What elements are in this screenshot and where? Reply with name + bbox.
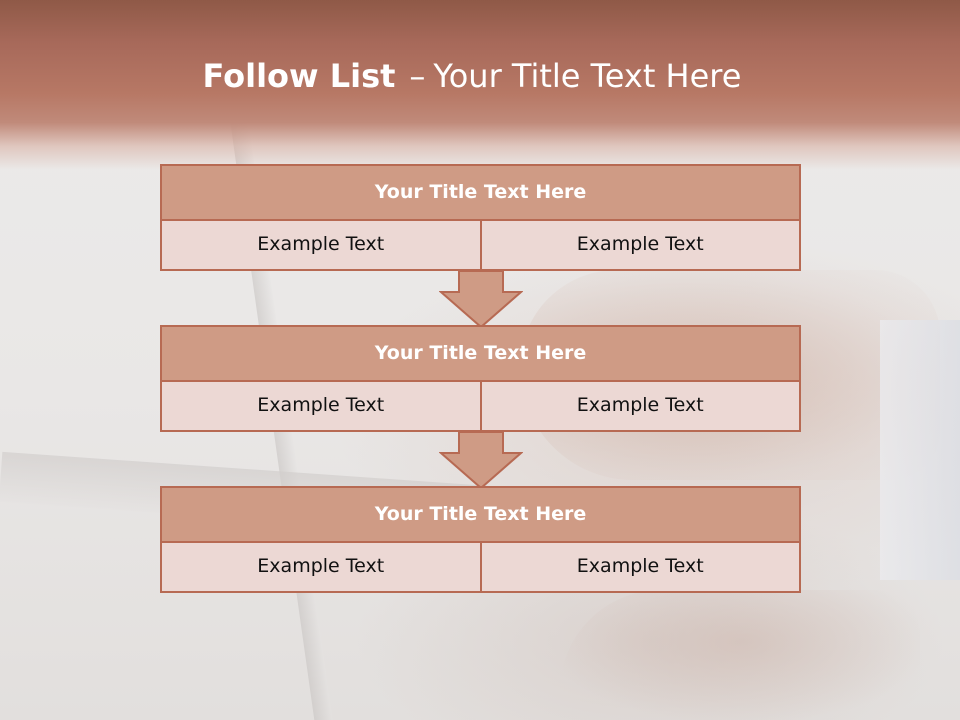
step-cell-left: Example Text [160,543,481,593]
step-cell-left: Example Text [160,382,481,432]
slide-title-main: Follow List [202,57,396,95]
step-title: Your Title Text Here [160,325,801,382]
step-block-1: Your Title Text Here Example Text Exampl… [160,164,801,271]
step-cell-right: Example Text [480,221,801,271]
background-photo-reflection [560,590,920,720]
header-banner [0,0,960,170]
step-cell-right: Example Text [480,543,801,593]
step-title: Your Title Text Here [160,486,801,543]
step-cell-right: Example Text [480,382,801,432]
background-photo-sleeve [880,320,960,580]
slide-title-subtitle: Your Title Text Here [433,57,742,95]
down-arrow-icon [439,431,523,490]
down-arrow-icon [439,270,523,329]
step-cell-left: Example Text [160,221,481,271]
step-block-2: Your Title Text Here Example Text Exampl… [160,325,801,432]
step-row: Example Text Example Text [160,543,801,593]
step-title: Your Title Text Here [160,164,801,221]
slide-title: Follow List–Your Title Text Here [0,52,944,100]
step-row: Example Text Example Text [160,382,801,432]
step-block-3: Your Title Text Here Example Text Exampl… [160,486,801,593]
slide-title-separator: – [409,57,426,95]
step-row: Example Text Example Text [160,221,801,271]
